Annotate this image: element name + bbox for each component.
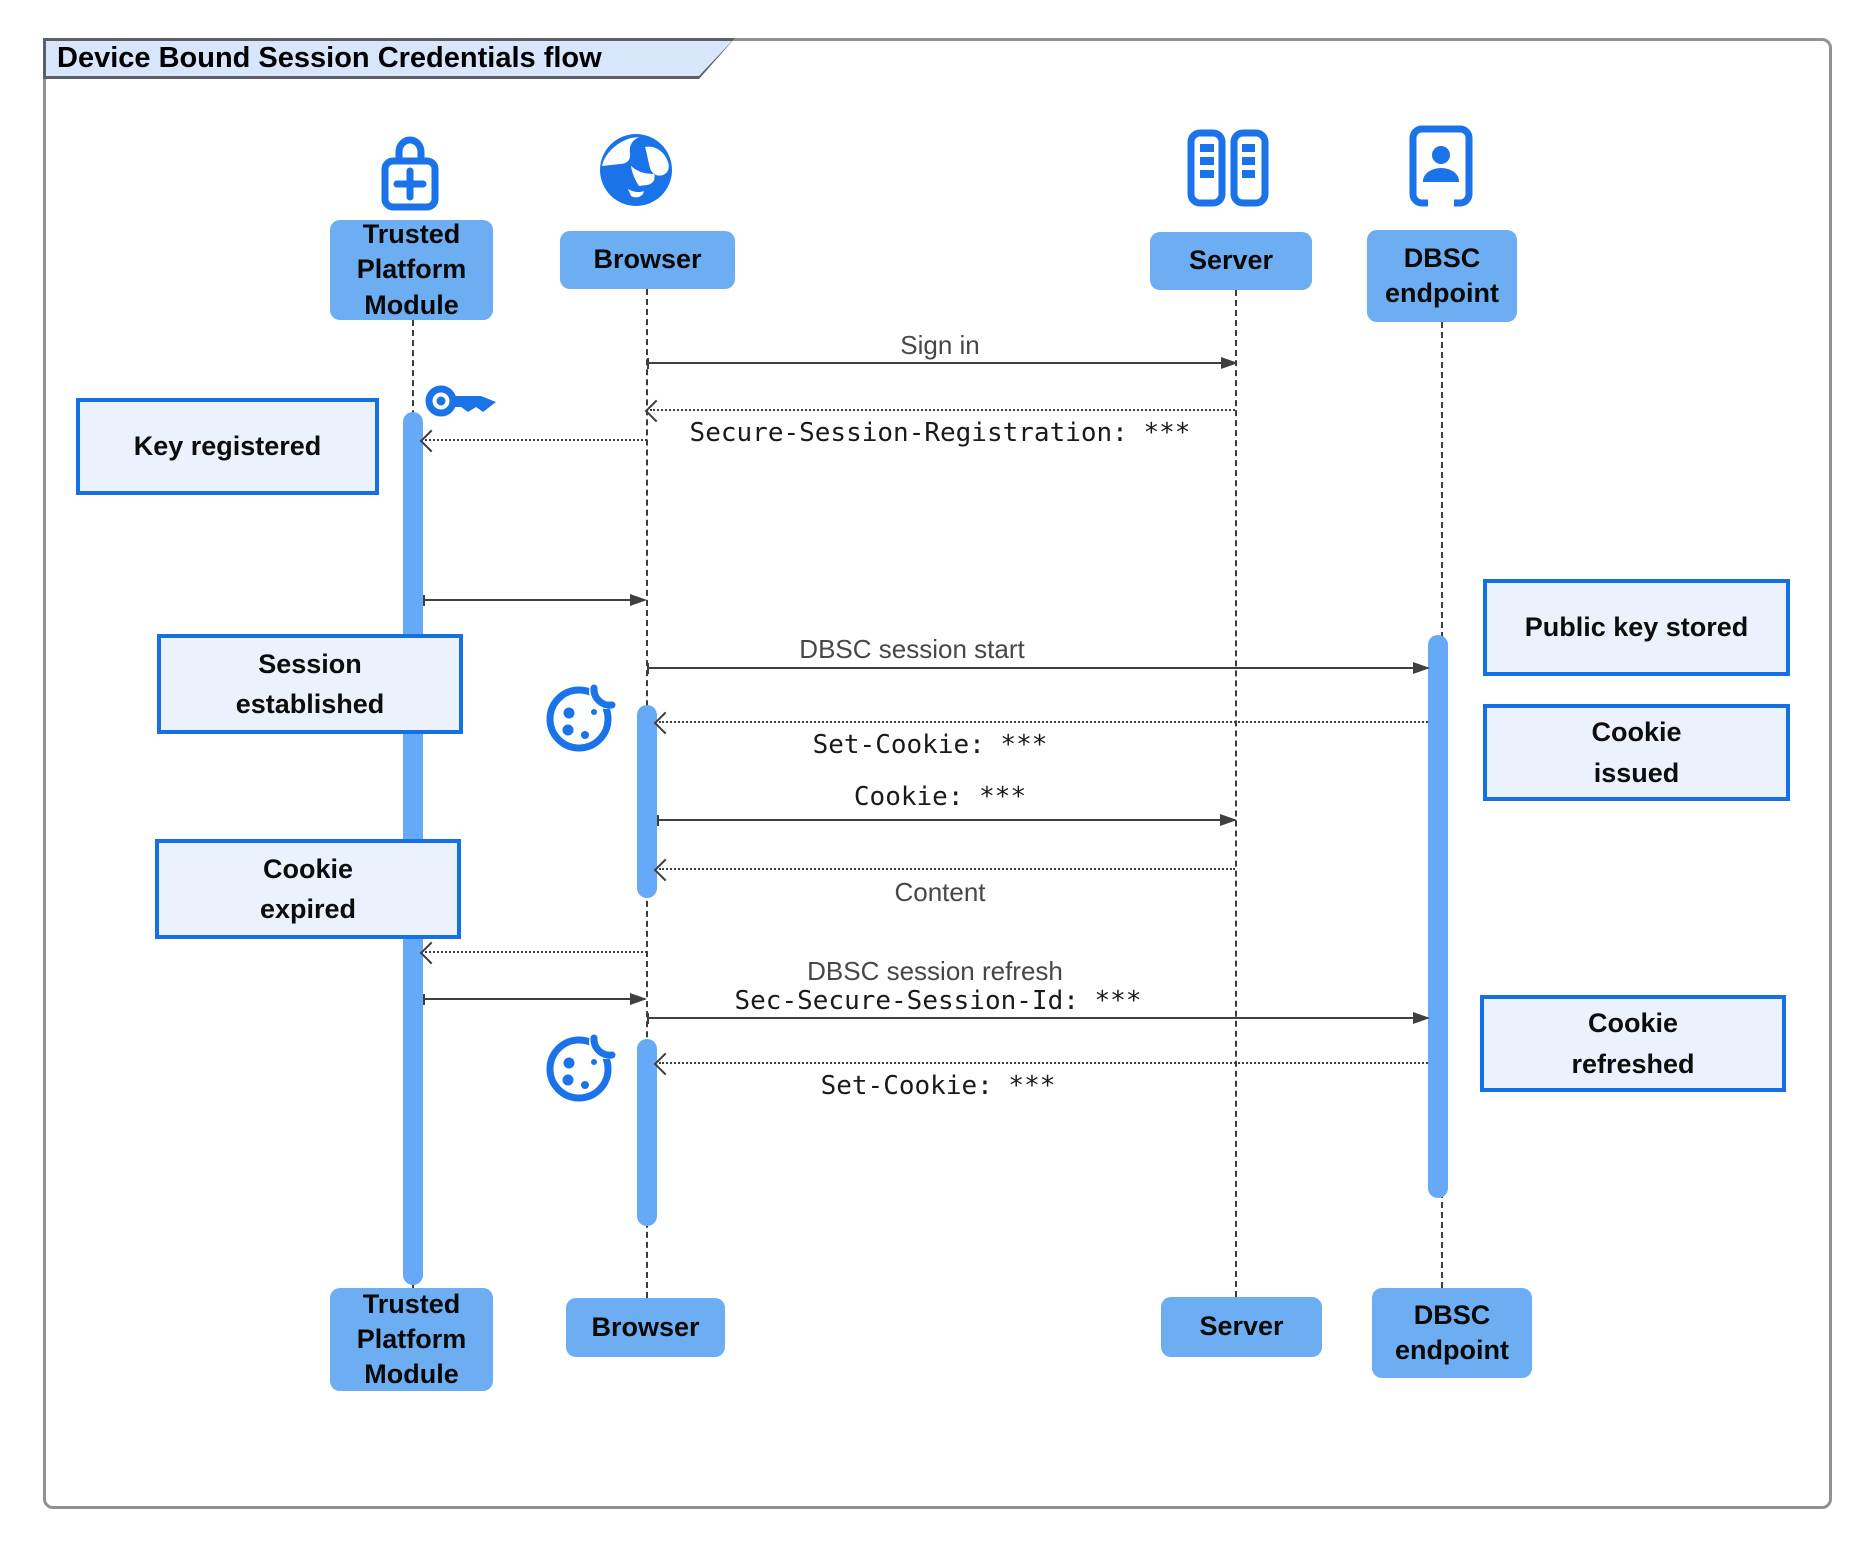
note-public-key-stored: Public key stored — [1483, 579, 1790, 676]
set-cookie-arrow-1 — [653, 711, 1428, 735]
arrowhead-icon — [1221, 357, 1238, 369]
arrowhead-icon — [630, 594, 647, 606]
browser-to-tpm-arrow-1 — [419, 429, 647, 453]
note-cookie-refreshed: Cookie refreshed — [1480, 995, 1786, 1092]
diagram-title-tab-fill — [46, 41, 732, 76]
sign-in-arrow — [647, 357, 1238, 369]
participant-browser-top: Browser — [560, 231, 735, 289]
participant-tpm-bottom: Trusted Platform Module — [330, 1288, 493, 1391]
lifeline-server — [1235, 290, 1237, 1297]
cookie-arrow — [657, 814, 1237, 826]
message-set-cookie-2-label: Set-Cookie: *** — [820, 1071, 1056, 1101]
activation-browser-1 — [637, 705, 657, 898]
participant-server-bottom: Server — [1161, 1297, 1322, 1357]
message-dbsc-session-start-label: DBSC session start — [799, 634, 1025, 664]
secure-session-registration-arrow — [644, 399, 1235, 423]
note-key-registered: Key registered — [76, 398, 379, 495]
tpm-to-browser-arrow-1 — [423, 594, 647, 606]
dbsc-session-refresh-arrow — [647, 1012, 1430, 1024]
participant-server-top: Server — [1150, 232, 1312, 290]
message-set-cookie-1-label: Set-Cookie: *** — [812, 730, 1048, 760]
message-sec-secure-session-id-label: Sec-Secure-Session-Id: *** — [734, 986, 1142, 1016]
participant-tpm-top: Trusted Platform Module — [330, 219, 493, 320]
cookie-icon — [546, 676, 617, 752]
diagram-title-tab: Device Bound Session Credentials flow — [43, 38, 735, 79]
lock-plus-icon — [381, 136, 439, 211]
message-secure-session-registration-label: Secure-Session-Registration: *** — [689, 418, 1191, 448]
diagram-title: Device Bound Session Credentials flow — [57, 42, 602, 74]
note-cookie-expired: Cookie expired — [155, 839, 461, 939]
message-content-label: Content — [894, 877, 986, 907]
key-icon — [425, 385, 496, 417]
arrowhead-icon — [1413, 662, 1430, 674]
globe-icon — [600, 134, 672, 206]
browser-to-tpm-arrow-2 — [419, 941, 647, 965]
content-arrow — [653, 858, 1235, 882]
note-cookie-issued: Cookie issued — [1483, 704, 1790, 801]
participant-dbsc-top: DBSC endpoint — [1367, 230, 1517, 322]
server-racks-icon — [1187, 129, 1269, 207]
tpm-to-browser-arrow-2 — [423, 993, 647, 1005]
participant-dbsc-bottom: DBSC endpoint — [1372, 1288, 1532, 1378]
set-cookie-arrow-2 — [653, 1052, 1428, 1076]
dbsc-session-start-arrow — [647, 662, 1430, 674]
message-sign-in-label: Sign in — [900, 330, 980, 360]
arrowhead-icon — [630, 993, 647, 1005]
participant-browser-bottom: Browser — [566, 1298, 725, 1357]
arrowhead-icon — [1413, 1012, 1430, 1024]
note-session-established: Session established — [157, 634, 463, 734]
activation-browser-2 — [637, 1039, 657, 1226]
activation-dbsc — [1428, 635, 1448, 1198]
message-dbsc-session-refresh-label: DBSC session refresh — [807, 956, 1063, 986]
arrowhead-icon — [1220, 814, 1237, 826]
message-cookie-label: Cookie: *** — [853, 782, 1027, 812]
id-badge-icon — [1409, 125, 1473, 208]
cookie-icon — [546, 1026, 617, 1102]
